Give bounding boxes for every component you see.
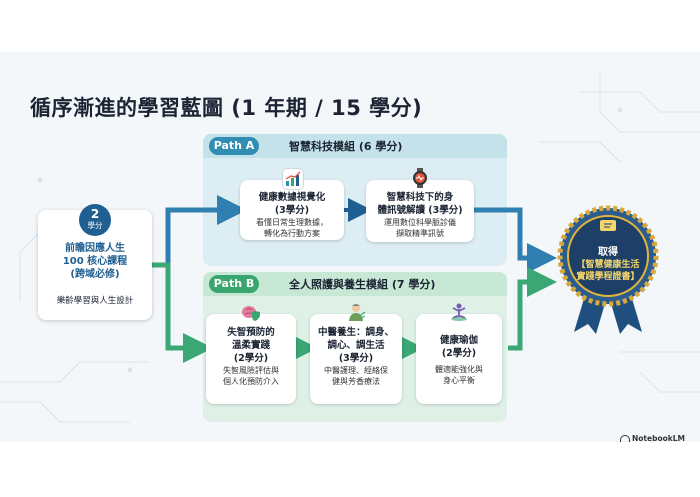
course-title-line: (2學分) <box>441 348 477 359</box>
course-title-line: (3學分) <box>338 353 374 364</box>
path-a-tag: Path A <box>209 137 259 155</box>
course-desc-line: 中醫護理、經絡保 <box>324 366 388 375</box>
footer-brand: NotebookLM <box>632 434 686 443</box>
path-b-header: Path B 全人照護與養生模組 (7 學分) <box>203 272 507 296</box>
course-desc-line: 健與芳香療法 <box>332 377 380 386</box>
yoga-icon <box>451 303 467 321</box>
certificate-line-2: 【智慧健康生活 <box>576 260 640 270</box>
arrow-path-b-to-certificate <box>508 267 557 351</box>
course-title: 智慧科技下的身 體訊號解讀 (3學分) <box>366 191 474 217</box>
notebooklm-watermark: NotebookLM <box>620 434 685 443</box>
course-desc: 運用數位科學脈診儀 擷取精準訊號 <box>366 217 474 239</box>
credits-unit: 學分 <box>87 221 103 230</box>
course-title-line: 中醫養生：調身、 <box>317 327 394 338</box>
medal-rosette <box>557 205 659 307</box>
course-card-health-data: 健康數據視覺化 (3學分) 看懂日常生理數據， 轉化為行動方案 <box>240 168 344 240</box>
credits-number: 2 <box>90 207 100 221</box>
brain-shield-icon <box>242 306 260 321</box>
certificate-line-1: 取得 <box>598 247 618 258</box>
course-title-line: 溫柔實踐 <box>231 340 270 351</box>
arrow-intro-to-path-a <box>152 195 247 268</box>
course-title: 中醫養生：調身、 調心、調生活 (3學分) <box>310 326 402 365</box>
course-desc: 看懂日常生理數據， 轉化為行動方案 <box>240 217 344 239</box>
notebooklm-icon <box>620 435 630 442</box>
course-card-tcm-wellness: 中醫養生：調身、 調心、調生活 (3學分) 中醫護理、經絡保 健與芳香療法 <box>310 304 402 404</box>
core-course-title-line: (跨域必修) <box>70 269 120 280</box>
arrow-intro-to-path-b <box>152 262 213 363</box>
herbal-doctor-icon <box>349 304 366 321</box>
course-title-line: 體訊號解讀 (3學分) <box>377 205 463 216</box>
course-desc: 體適能強化與 身心平衡 <box>416 364 502 386</box>
chart-icon <box>282 168 304 190</box>
course-desc-line: 擷取精準訊號 <box>396 229 444 238</box>
course-title-line: 失智預防的 <box>227 327 275 338</box>
page-title: 循序漸進的學習藍圖 (1 年期 / 15 學分) <box>30 96 423 120</box>
course-title: 健康瑜伽 (2學分) <box>416 334 502 360</box>
course-title-line: (2學分) <box>233 353 269 364</box>
course-desc-line: 看懂日常生理數據， <box>256 218 328 227</box>
core-course-card: 2 學分 前瞻因應人生 100 核心課程 (跨域必修) 樂齡學習與人生設計 <box>38 204 152 320</box>
credits-badge: 2 學分 <box>79 204 111 236</box>
course-desc-line: 運用數位科學脈診儀 <box>384 218 456 227</box>
course-desc-line: 轉化為行動方案 <box>264 229 320 238</box>
path-b-tag: Path B <box>209 275 259 293</box>
course-title-line: 調心、調生活 <box>327 340 385 351</box>
certificate-medal <box>557 205 659 334</box>
course-card-yoga: 健康瑜伽 (2學分) 體適能強化與 身心平衡 <box>416 303 502 404</box>
course-title: 健康數據視覺化 (3學分) <box>240 191 344 217</box>
course-desc: 失智風險評估與 個人化預防介入 <box>206 365 296 387</box>
path-a-header: Path A 智慧科技模組 (6 學分) <box>203 134 507 158</box>
course-card-body-signals: 智慧科技下的身 體訊號解讀 (3學分) 運用數位科學脈診儀 擷取精準訊號 <box>366 168 474 242</box>
course-title-line: 健康瑜伽 <box>439 335 478 346</box>
core-course-title: 前瞻因應人生 100 核心課程 (跨域必修) <box>38 242 152 281</box>
course-title-line: (3學分) <box>274 205 310 216</box>
course-title-line: 健康數據視覺化 <box>258 192 326 203</box>
arrow-path-a-to-certificate <box>474 207 557 273</box>
core-course-title-line: 前瞻因應人生 <box>65 243 125 254</box>
course-desc-line: 身心平衡 <box>443 376 475 385</box>
course-desc-line: 個人化預防介入 <box>223 377 279 386</box>
path-a-title: 智慧科技模組 (6 學分) <box>289 140 403 153</box>
course-desc: 中醫護理、經絡保 健與芳香療法 <box>310 365 402 387</box>
course-card-dementia-prevention: 失智預防的 溫柔實踐 (2學分) 失智風險評估與 個人化預防介入 <box>206 306 296 404</box>
smartwatch-icon <box>413 168 427 188</box>
path-b-title: 全人照護與養生模組 (7 學分) <box>289 278 436 291</box>
course-desc-line: 失智風險評估與 <box>223 366 279 375</box>
certificate-text: 取得 【智慧健康生活 實踐學程證書】 <box>573 246 643 283</box>
core-course-note: 樂齡學習與人生設計 <box>56 296 134 306</box>
certificate-line-3: 實踐學程證書】 <box>576 272 640 282</box>
scroll-icon <box>600 220 616 231</box>
course-title: 失智預防的 溫柔實踐 (2學分) <box>206 326 296 365</box>
course-title-line: 智慧科技下的身 <box>386 192 454 203</box>
core-course-title-line: 100 核心課程 <box>62 256 128 267</box>
course-desc-line: 體適能強化與 <box>435 365 483 374</box>
